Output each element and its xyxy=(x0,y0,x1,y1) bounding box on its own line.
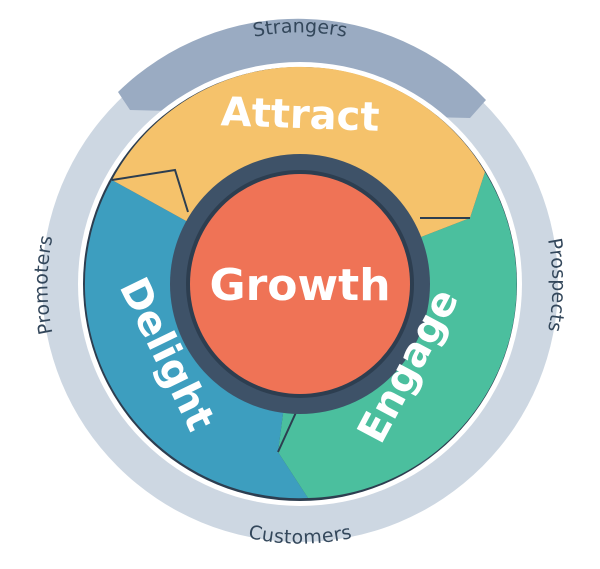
segment-label-attract: Attract xyxy=(220,89,380,141)
segment-divider-attract-delight xyxy=(111,168,189,213)
center-circle xyxy=(190,174,410,394)
center-label: Growth xyxy=(209,260,390,311)
segment-divider-delight-engage xyxy=(277,407,299,453)
